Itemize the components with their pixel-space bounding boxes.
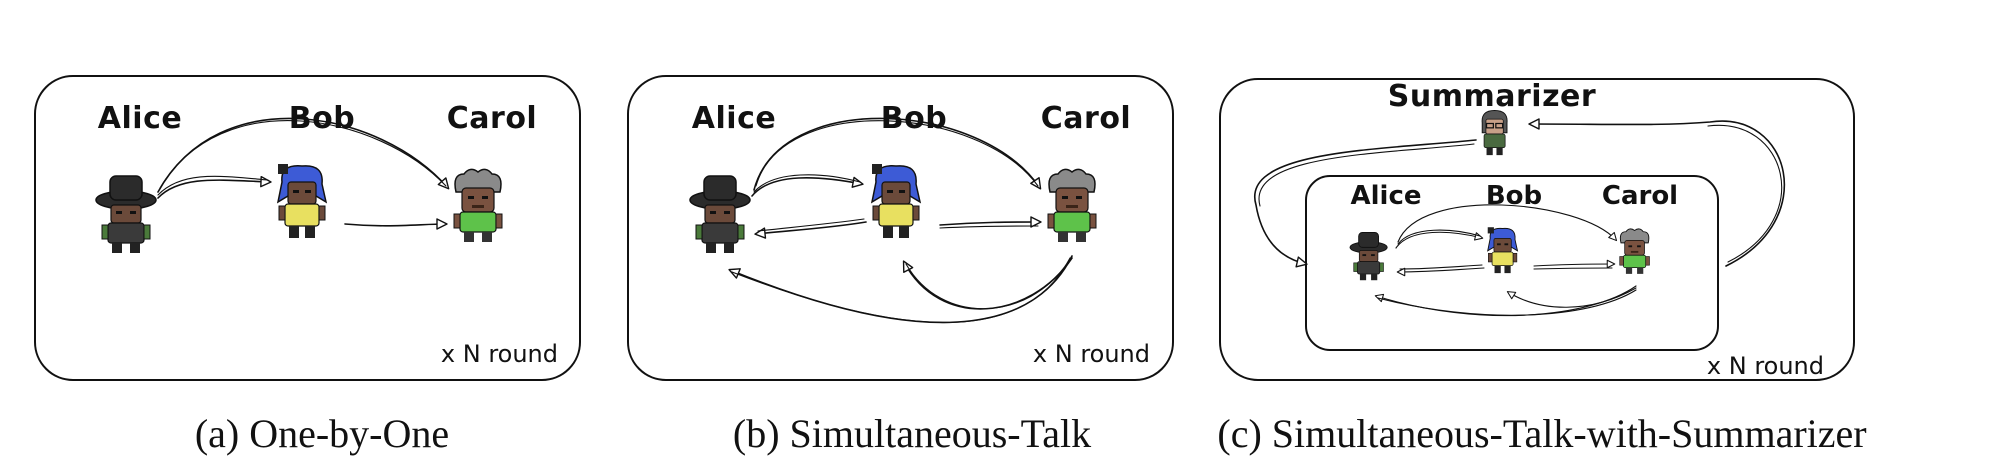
caption-a: (a) One-by-One [195,411,449,456]
round-label: x N round [441,340,558,368]
agent-label-carol: Carol [1602,181,1678,211]
carol-avatar [1619,228,1650,275]
panel-one-by-one: Alice Bob Carol x N round (a) One-by-One [34,75,581,456]
panel-a-frame [34,75,581,381]
alice-avatar [1349,232,1388,281]
panel-simultaneous-talk-with-summarizer: Summarizer Alice Bob Carol x N round (c) [1217,78,1867,456]
caption-b: (b) Simultaneous-Talk [733,411,1091,456]
agent-label-alice: Alice [98,101,182,136]
bob-avatar [871,163,921,239]
message-arrows [157,117,450,230]
panel-c-frame [1219,78,1855,381]
bob-avatar [277,163,327,239]
alice-avatar [95,175,157,254]
panel-b-frame [627,75,1174,381]
agent-label-alice: Alice [692,101,776,136]
caption-c: (c) Simultaneous-Talk-with-Summarizer [1217,411,1866,456]
panel-simultaneous-talk: Alice Bob Carol x N round (b) Simultaneo… [627,75,1174,456]
summarizer-label: Summarizer [1388,79,1596,114]
agent-label-alice: Alice [1351,181,1422,211]
agent-label-bob: Bob [1486,181,1542,211]
round-label: x N round [1033,340,1150,368]
agent-label-carol: Carol [1041,101,1131,136]
agent-label-carol: Carol [447,101,537,136]
carol-avatar [453,168,503,243]
round-label: x N round [1707,352,1824,380]
summarizer-avatar [1481,109,1508,156]
bob-avatar [1487,226,1518,274]
carol-avatar [1047,168,1097,243]
message-arrows [728,117,1073,324]
message-arrows [1253,118,1786,317]
alice-avatar [689,175,751,254]
